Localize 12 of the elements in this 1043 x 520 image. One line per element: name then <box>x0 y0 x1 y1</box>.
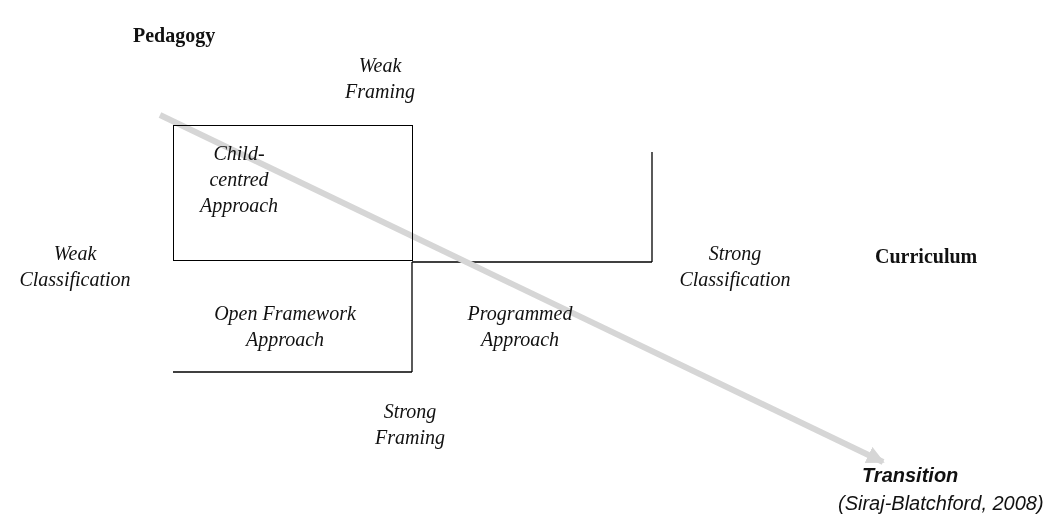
citation: (Siraj-Blatchford, 2008) <box>838 491 1043 516</box>
node-label: Transition <box>862 462 959 488</box>
arrow <box>158 112 885 465</box>
quadrant-label: Programmed Approach <box>466 301 574 352</box>
axis-label: Strong Classification <box>678 241 792 292</box>
axis-label: Strong Framing <box>374 399 446 450</box>
quadrant-label: Open Framework Approach <box>213 301 357 352</box>
axis-label: Weak Framing <box>344 53 416 104</box>
quadrant-box: Child-centred Approach <box>173 125 413 261</box>
axis-label: Pedagogy <box>133 23 216 48</box>
axis-label: Weak Classification <box>18 241 132 292</box>
axis-label: Curriculum <box>875 244 978 269</box>
